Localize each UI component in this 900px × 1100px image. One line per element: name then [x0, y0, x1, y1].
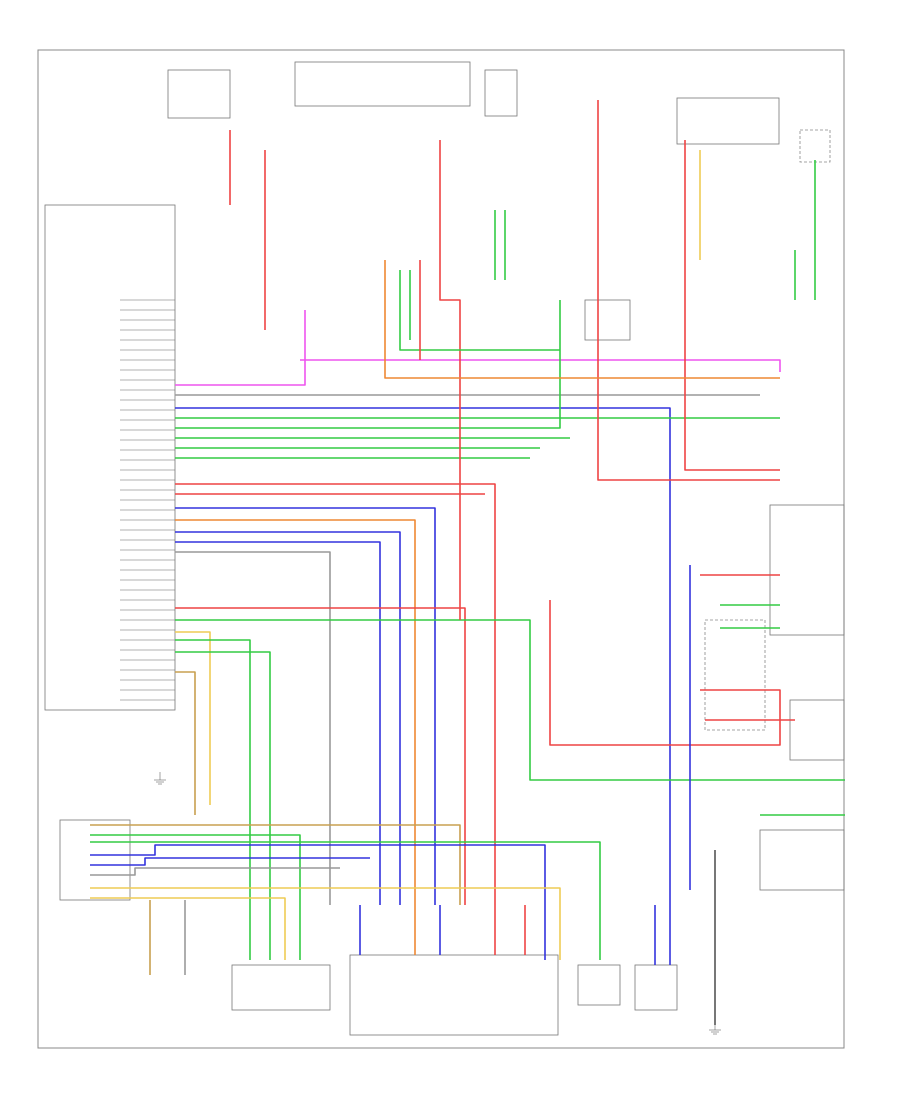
wire-green-7: [175, 639, 251, 960]
wire-pink-1: [175, 310, 306, 386]
wire-yellow-bottom-1: [90, 887, 561, 960]
wire-green-bottom-1: [90, 834, 301, 960]
solenoid-pack-box: [231, 964, 331, 1011]
wire-blue-3: [175, 531, 401, 905]
right-lower-box: [759, 829, 845, 891]
wire-grey-2: [175, 551, 331, 905]
module-pin-ticks: [120, 299, 175, 701]
wire-blue-1: [175, 407, 671, 890]
wire-red-top-5: [684, 140, 780, 471]
wire-pink-2: [300, 359, 781, 372]
top-relay-box: [167, 69, 231, 119]
mid-junction-box: [584, 299, 631, 341]
ground-symbol-icon: [154, 772, 166, 785]
right-switch-box: [769, 504, 845, 636]
wire-red-top-3: [439, 140, 461, 620]
wire-tan-bottom-1: [90, 824, 461, 905]
dual-relay-box: [676, 97, 780, 145]
wire-red-right-2: [549, 600, 781, 746]
wire-harness: [90, 100, 845, 1025]
sensor-box-a: [577, 964, 621, 1006]
wire-green-8: [175, 651, 271, 960]
wire-blue-bottom-1: [90, 844, 546, 960]
wire-red-1: [175, 483, 496, 905]
wire-yellow-1: [175, 631, 211, 805]
wire-orange-top-1: [384, 260, 780, 379]
wire-tan-1: [175, 671, 196, 815]
wire-orange-1: [175, 519, 416, 905]
wire-grey-bottom-1: [90, 867, 340, 876]
wire-blue-bottom-2: [90, 857, 370, 866]
wire-green-6: [175, 619, 845, 781]
wire-blue-2: [175, 507, 436, 905]
wire-green-top-3: [399, 270, 560, 351]
sensor-box-b: [634, 964, 678, 1011]
wire-red-3: [175, 607, 466, 905]
wire-red-top-4: [597, 100, 780, 481]
wire-green-bottom-2: [90, 841, 601, 960]
right-connector-box: [799, 129, 831, 163]
dashed-area: [704, 619, 766, 731]
wire-yellow-bottom-2: [90, 897, 286, 960]
right-sensor-box: [789, 699, 845, 761]
wire-blue-4: [175, 541, 381, 905]
fuse-box-top: [484, 69, 518, 117]
trans-connector-box: [349, 954, 559, 1036]
ignition-switch-box: [294, 61, 471, 107]
wire-green-2: [175, 300, 561, 429]
control-module-box: [44, 204, 176, 711]
left-lower-box: [59, 819, 131, 901]
